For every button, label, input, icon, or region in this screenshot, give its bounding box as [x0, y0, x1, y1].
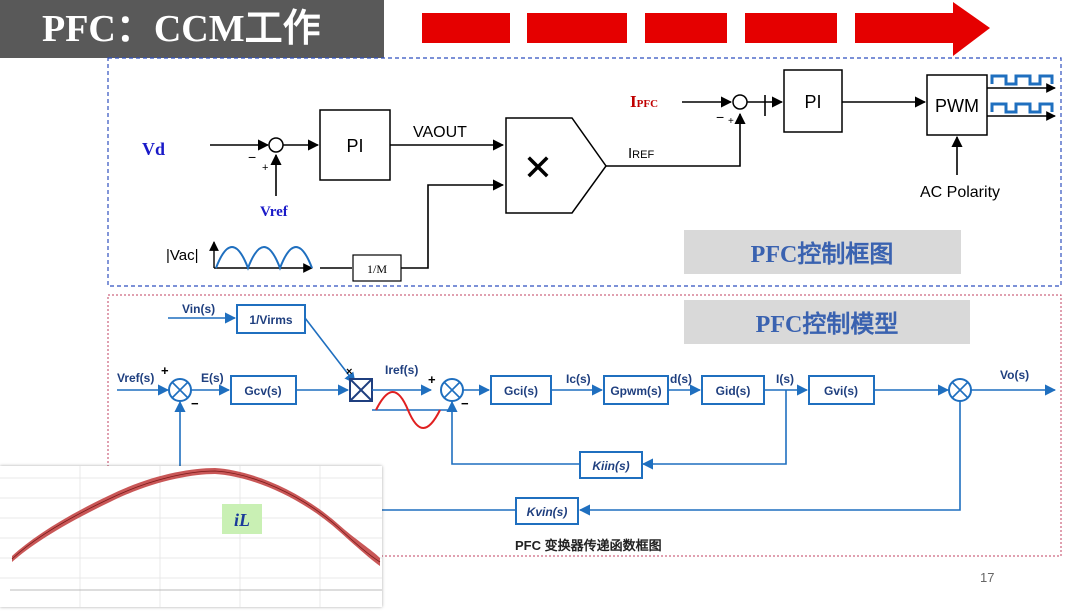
svg-text:PWM: PWM: [935, 96, 979, 116]
kvin-block: [515, 497, 579, 525]
page-number: 17: [980, 570, 995, 585]
svg-text:−: −: [191, 396, 199, 411]
svg-text:−: −: [248, 149, 256, 165]
control-caption-box: [684, 230, 961, 274]
svg-text:+: +: [428, 372, 436, 387]
svg-text:+: +: [728, 116, 734, 127]
ic-label: Ic(s): [566, 372, 591, 386]
current-summing-junction: [732, 94, 748, 110]
svg-text:1/Virms: 1/Virms: [249, 313, 292, 327]
svg-text:−: −: [461, 396, 469, 411]
gpwm-block: [603, 375, 669, 405]
svg-text:−: −: [716, 109, 724, 125]
gci-block: [490, 375, 552, 405]
il-waveform-panel: iL: [0, 466, 382, 607]
es-label: E(s): [201, 371, 224, 385]
svg-text:Gid(s): Gid(s): [716, 384, 751, 398]
svg-text:IREF: IREF: [628, 145, 654, 162]
vac-label: |Vac|: [166, 247, 199, 264]
svg-text:✕: ✕: [523, 147, 553, 188]
model-diagram-frame: [107, 294, 1062, 557]
ac-polarity-label: AC Polarity: [920, 184, 1000, 201]
svg-text:+: +: [161, 363, 169, 378]
vo-label: Vo(s): [1000, 368, 1029, 382]
svg-text:Kvin(s): Kvin(s): [527, 505, 568, 519]
voltage-summing-junction: [268, 137, 284, 153]
pwm-block: [926, 74, 988, 136]
control-caption: PFC控制框图: [751, 240, 894, 268]
svg-text:PI: PI: [804, 92, 821, 112]
il-label-box: [222, 504, 262, 534]
sine-reference-wave: [375, 391, 441, 429]
il-current-band: [12, 468, 380, 566]
svg-text:1/M: 1/M: [367, 262, 387, 276]
progress-arrow: [422, 2, 990, 56]
is-label: I(s): [776, 372, 794, 386]
kiin-block: [579, 451, 643, 479]
current-pi-block: [783, 69, 843, 133]
il-label: iL: [234, 510, 250, 530]
slide-title: PFC：CCM工作: [0, 0, 384, 58]
vin-label: Vin(s): [182, 302, 215, 316]
svg-text:IPFC: IPFC: [630, 92, 658, 111]
rectified-sine-wave: [215, 246, 313, 271]
svg-text:×: ×: [346, 366, 352, 378]
control-diagram-frame: [107, 57, 1062, 287]
svg-text:Gvi(s): Gvi(s): [824, 384, 858, 398]
vref-label: Vref: [260, 204, 289, 220]
svg-text:PI: PI: [346, 136, 363, 156]
svg-text:Gpwm(s): Gpwm(s): [610, 384, 661, 398]
inverse-m-block: [352, 254, 402, 282]
pwm-output-wave-2: [990, 102, 1054, 114]
pwm-output-wave-1: [990, 74, 1054, 86]
vaout-label: VAOUT: [413, 124, 467, 141]
ipfc-label: I: [630, 92, 637, 111]
inv-virms-block: [236, 304, 306, 334]
vd-label: Vd: [142, 139, 165, 159]
model-vref-label: Vref(s): [117, 371, 154, 385]
svg-text:+: +: [262, 162, 268, 174]
svg-text:Gci(s): Gci(s): [504, 384, 538, 398]
svg-text:Kiin(s): Kiin(s): [592, 459, 629, 473]
model-iref-label: Iref(s): [385, 363, 418, 377]
control-diagram: Vd − + Vref PI VAOUT ✕ |Vac| 1/M IREF IP…: [142, 69, 1056, 282]
ds-label: d(s): [670, 372, 692, 386]
model-caption-box: [684, 300, 970, 344]
iref-label: I: [628, 145, 632, 162]
model-diagram: PFC控制模型 Vin(s) 1/Virms Vref(s) + − E(s) …: [117, 300, 1057, 553]
model-caption: PFC控制模型: [756, 310, 899, 338]
multiplier-block: [505, 117, 607, 214]
il-waveform-plot: iL: [0, 466, 382, 607]
model-footer: PFC 变换器传递函数框图: [515, 538, 662, 553]
voltage-pi-block: [319, 109, 391, 181]
svg-text:Gcv(s): Gcv(s): [244, 384, 281, 398]
